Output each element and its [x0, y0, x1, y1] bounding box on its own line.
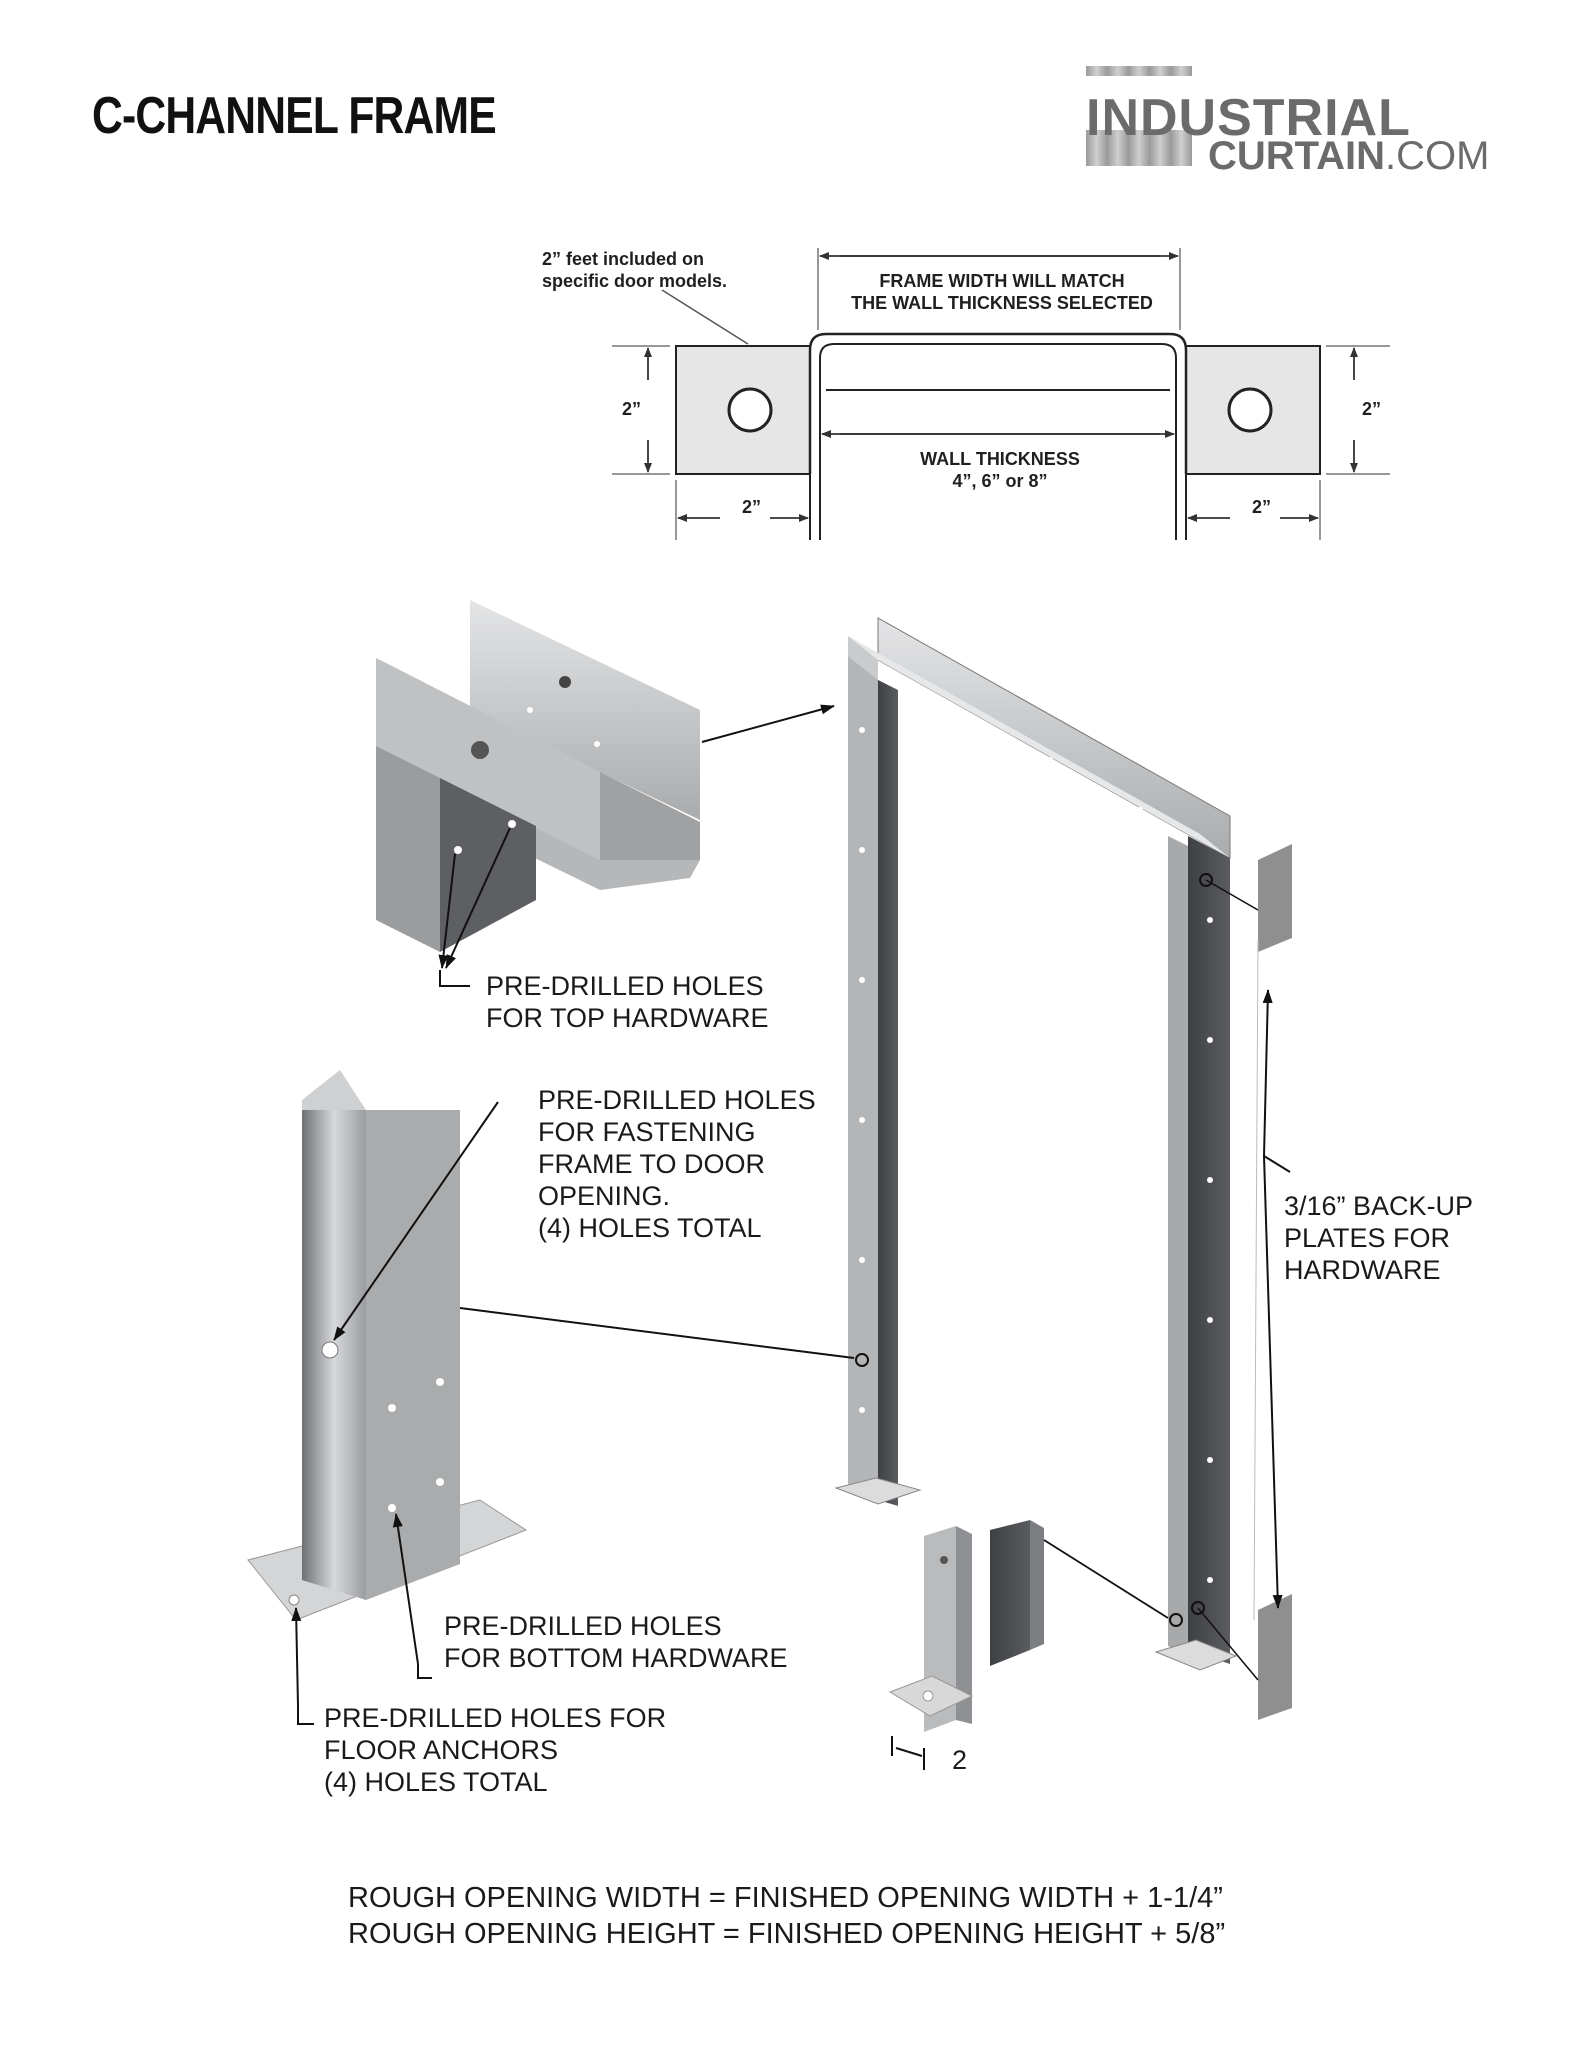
right-foot-hole	[1227, 387, 1273, 433]
logo-line1: INDUSTRIAL	[1086, 89, 1411, 147]
top-backup-plate	[1258, 844, 1292, 952]
left-foot-hole	[727, 387, 773, 433]
dim-left-width: 2”	[742, 497, 762, 517]
callout-fastening: PRE-DRILLED HOLES FOR FASTENING FRAME TO…	[538, 1085, 816, 1243]
dim-right-height: 2”	[1362, 399, 1382, 419]
channel-inner	[819, 343, 1177, 540]
logo-line2-rest: .COM	[1385, 134, 1490, 178]
page-title: C-CHANNEL FRAME	[92, 87, 497, 145]
logo-curtain-icon	[1086, 66, 1192, 166]
frame-width-note: FRAME WIDTH WILL MATCH THE WALL THICKNES…	[851, 271, 1153, 313]
dim-left-height: 2”	[622, 399, 642, 419]
bottom-backup-plate	[1258, 1594, 1292, 1720]
channel-outer	[808, 332, 1188, 474]
cross-section-diagram	[612, 248, 1390, 540]
dim-right-width: 2”	[1252, 497, 1272, 517]
top-corner-detail	[376, 600, 700, 987]
frame-illustration	[247, 600, 1292, 1770]
foot-detail	[888, 1520, 1169, 1770]
callout-bottom-hardware: PRE-DRILLED HOLES FOR BOTTOM HARDWARE	[444, 1611, 788, 1673]
logo-line2: CURTAIN.COM	[1208, 134, 1489, 179]
callout-backup-plates: 3/16” BACK-UP PLATES FOR HARDWARE	[1284, 1191, 1474, 1285]
bottom-post-detail	[247, 1070, 855, 1725]
callout-top-hardware: PRE-DRILLED HOLES FOR TOP HARDWARE	[486, 971, 769, 1033]
wall-thickness-values: 4”, 6” or 8”	[952, 471, 1048, 491]
formula-width: ROUGH OPENING WIDTH = FINISHED OPENING W…	[348, 1882, 1223, 1914]
callout-floor-anchors: PRE-DRILLED HOLES FOR FLOOR ANCHORS (4) …	[324, 1703, 667, 1797]
formula-height: ROUGH OPENING HEIGHT = FINISHED OPENING …	[348, 1918, 1226, 1950]
logo-line2-bold: CURTAIN	[1208, 134, 1386, 178]
feet-note: 2” feet included on specific door models…	[542, 249, 728, 291]
foot-dimension: 2	[952, 1745, 968, 1775]
wall-thickness-label: WALL THICKNESS	[920, 449, 1080, 469]
door-frame	[834, 617, 1292, 1720]
